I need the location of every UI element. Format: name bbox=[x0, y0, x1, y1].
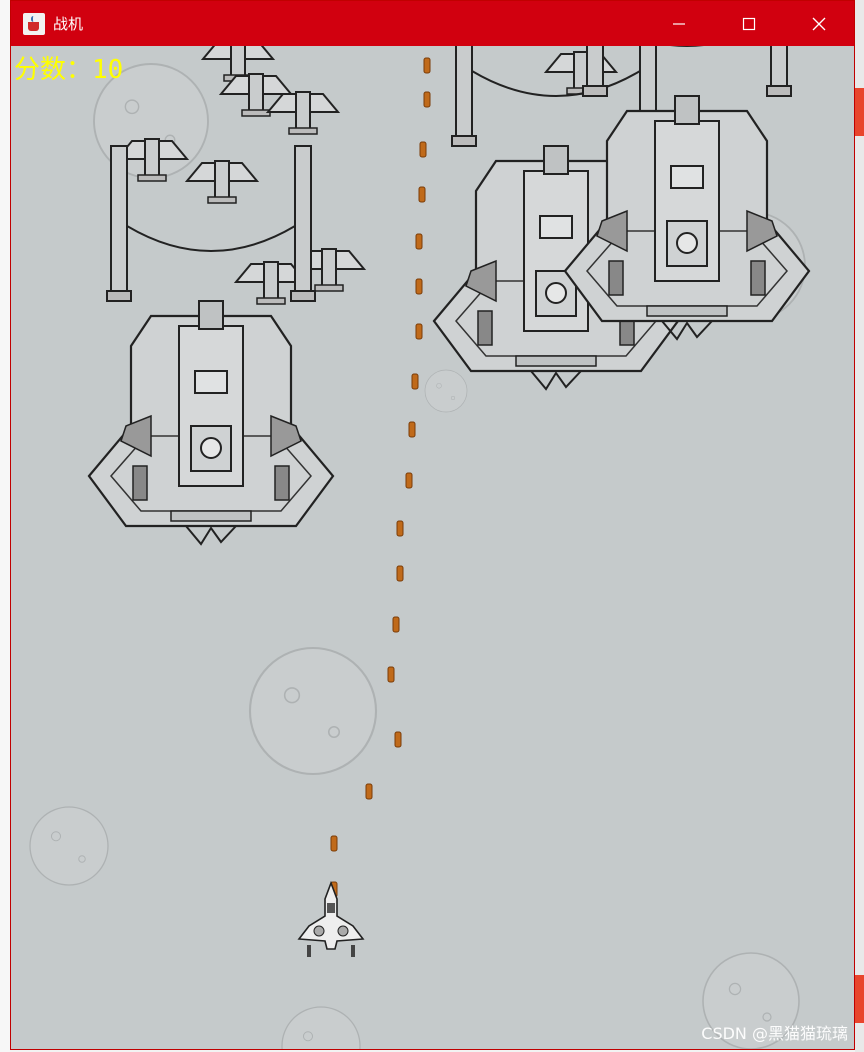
bullet bbox=[415, 278, 423, 295]
maximize-button[interactable] bbox=[714, 1, 784, 46]
bullet-trail bbox=[330, 57, 431, 898]
background-app-button bbox=[855, 88, 864, 136]
bullet bbox=[423, 91, 431, 108]
asteroid bbox=[281, 1006, 361, 1049]
asteroid bbox=[424, 369, 468, 413]
minimize-button[interactable] bbox=[644, 1, 714, 46]
bullet bbox=[365, 783, 373, 800]
bullet bbox=[396, 565, 404, 582]
window-controls bbox=[644, 1, 854, 46]
java-app-icon bbox=[23, 12, 45, 35]
title-bar[interactable]: 战机 bbox=[11, 1, 854, 46]
watermark: CSDN @黑猫猫琉璃 bbox=[701, 1024, 848, 1043]
background-app-right-edge bbox=[855, 0, 864, 1052]
background-app-button bbox=[855, 975, 864, 1023]
bullet bbox=[415, 233, 423, 250]
bullet bbox=[405, 472, 413, 489]
bullet bbox=[330, 835, 338, 852]
enemy-fighter bbox=[267, 91, 339, 135]
game-canvas[interactable]: 分数：10 CSDN @黑猫猫琉璃 bbox=[11, 46, 854, 1049]
background-app-left-edge bbox=[0, 0, 10, 1052]
player-ship[interactable] bbox=[297, 880, 365, 957]
game-scene bbox=[29, 46, 811, 1049]
bullet bbox=[423, 57, 431, 74]
bullet bbox=[408, 421, 416, 438]
asteroid bbox=[248, 646, 378, 776]
asteroid bbox=[29, 806, 109, 886]
game-window: 战机 bbox=[10, 0, 855, 1050]
minimize-icon bbox=[673, 22, 685, 25]
bullet bbox=[396, 520, 404, 537]
close-button[interactable] bbox=[784, 1, 854, 46]
bullet bbox=[415, 323, 423, 340]
bullet bbox=[419, 141, 427, 158]
score-label: 分数： bbox=[14, 55, 93, 85]
bullet bbox=[411, 373, 419, 390]
score-value: 10 bbox=[92, 55, 124, 85]
enemy-boss-ship bbox=[87, 144, 335, 546]
bullet bbox=[418, 186, 426, 203]
enemy-fighter bbox=[186, 160, 258, 204]
bullet bbox=[387, 666, 395, 683]
close-icon bbox=[812, 17, 826, 30]
score-display: 分数：10 bbox=[14, 49, 123, 86]
maximize-icon bbox=[742, 17, 756, 30]
bullet bbox=[392, 616, 400, 633]
window-title: 战机 bbox=[53, 15, 84, 33]
bullet bbox=[394, 731, 402, 748]
